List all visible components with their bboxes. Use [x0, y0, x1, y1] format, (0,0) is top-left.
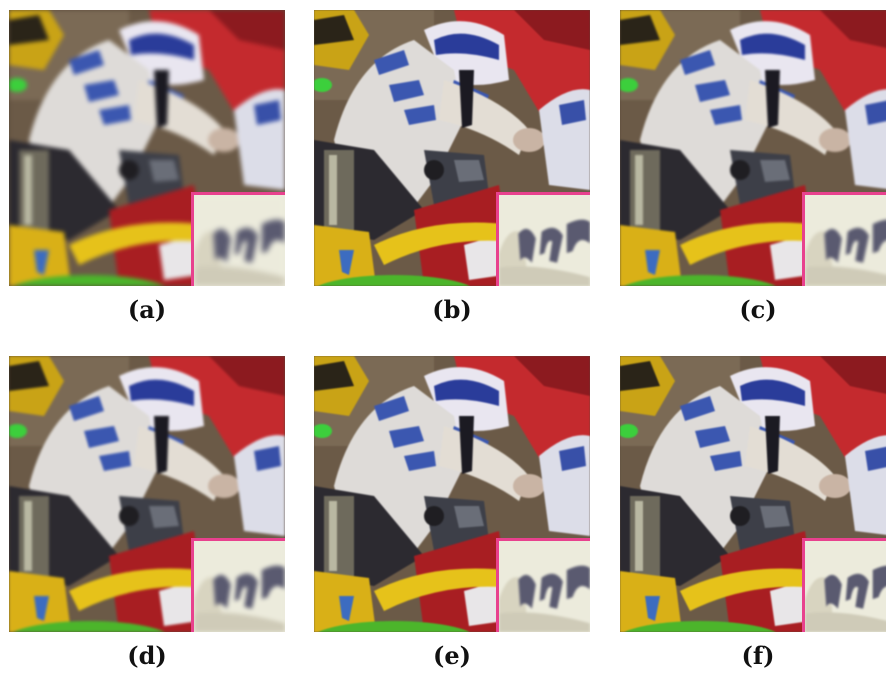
inset-crop [805, 195, 886, 286]
caption-f: (f) [741, 641, 775, 670]
inset-crop [194, 195, 285, 286]
image-panel-f [620, 356, 886, 632]
zoom-inset [802, 538, 886, 632]
image-panel-c [620, 10, 886, 286]
image-panel-d [9, 356, 285, 632]
image-panel-b [314, 10, 590, 286]
image-panel-e [314, 356, 590, 632]
zoom-inset [802, 192, 886, 286]
image-panel-a [9, 10, 285, 286]
zoom-inset [191, 538, 285, 632]
caption-a: (a) [127, 295, 167, 324]
zoom-inset [496, 192, 590, 286]
caption-d: (d) [127, 641, 167, 670]
zoom-inset [191, 192, 285, 286]
caption-e: (e) [433, 641, 471, 670]
inset-crop [805, 541, 886, 632]
inset-crop [499, 195, 590, 286]
caption-c: (c) [739, 295, 777, 324]
inset-crop [194, 541, 285, 632]
zoom-inset [496, 538, 590, 632]
inset-crop [499, 541, 590, 632]
caption-b: (b) [432, 295, 472, 324]
